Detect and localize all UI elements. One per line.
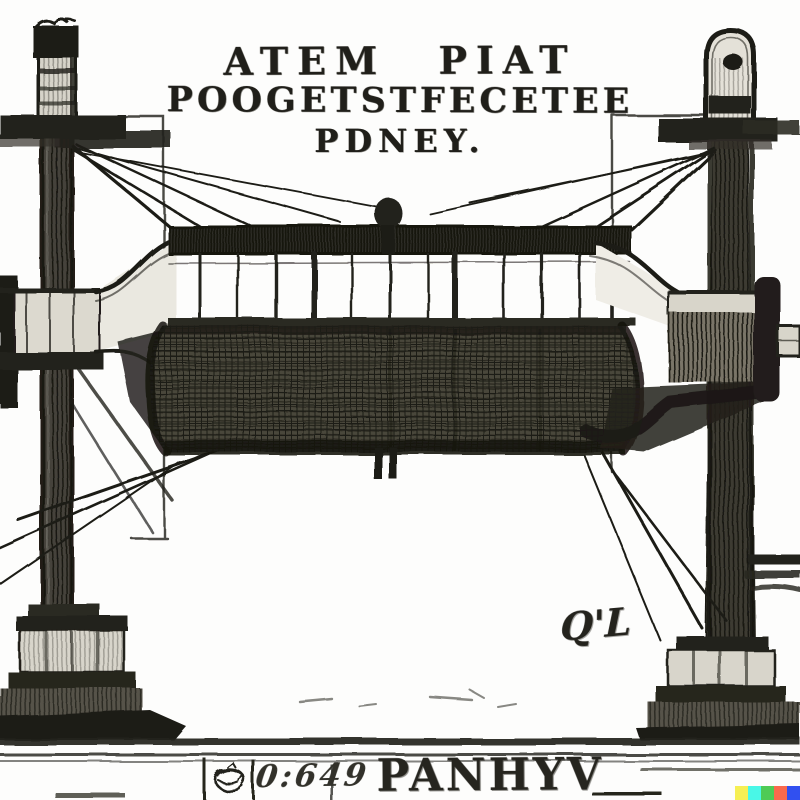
- drawing-title-line-1: ATEM PIAT: [223, 37, 577, 84]
- drawing-title-line-3: PDNEY.: [314, 122, 486, 160]
- right-flange: [754, 276, 780, 402]
- right-base: [636, 636, 800, 740]
- vessel-cage: [167, 198, 636, 329]
- vessel-body: [144, 321, 644, 479]
- drawing-layer: [0, 18, 800, 800]
- top-fitting-knob: [375, 198, 403, 230]
- title-block-frame: [55, 758, 662, 800]
- handwritten-annotation: Q'L: [559, 598, 632, 650]
- vessel: [0, 198, 800, 479]
- crossbar-right: [658, 118, 800, 149]
- watermark-swatch-green: [761, 786, 774, 800]
- finial-scribble: [34, 18, 77, 28]
- watermark-swatch-yellow: [735, 786, 748, 800]
- right-pipe: [578, 240, 800, 452]
- drawing-title-line-2: POOGETSTFECETEE: [166, 79, 634, 122]
- side-beam: [748, 554, 800, 564]
- ground-line: [0, 738, 800, 771]
- side-beam: [744, 570, 800, 578]
- bottom-fitting: [389, 447, 397, 479]
- title-block-name: PANHYV: [376, 747, 604, 800]
- seal-stamp-icon: [213, 761, 247, 792]
- bottom-fitting: [374, 447, 382, 479]
- guy-wires-left: [0, 142, 378, 586]
- debris-marks: [298, 689, 517, 708]
- crossbar-left: [0, 115, 171, 148]
- watermark-swatch-blue: [787, 786, 800, 800]
- watermark-swatch-red: [774, 786, 787, 800]
- watermark-swatch-cyan: [748, 786, 761, 800]
- left-base: [0, 604, 186, 740]
- dalle-watermark: [735, 786, 800, 800]
